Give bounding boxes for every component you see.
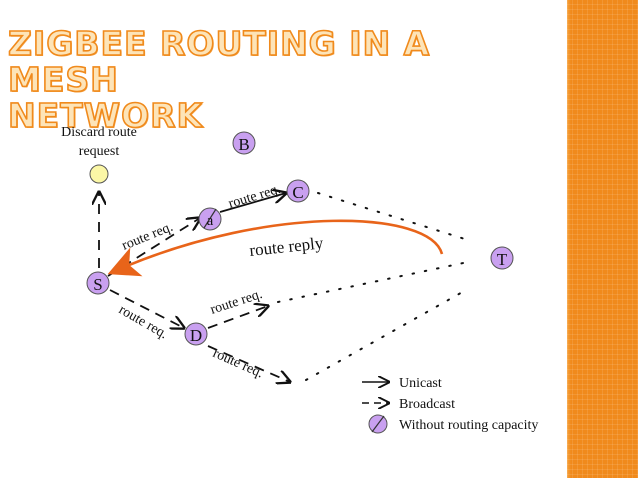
node-s-label: S xyxy=(93,275,102,294)
node-b-label: B xyxy=(238,135,249,154)
node-d xyxy=(184,322,208,346)
legend-unicast-label: Unicast xyxy=(399,376,442,391)
title-line-2: NETWORK xyxy=(7,96,204,135)
node-a-label: a xyxy=(207,213,214,229)
label-d-lower: route req. xyxy=(210,346,265,382)
slide-title: ZIGBEE ROUTING IN A MESH NETWORK xyxy=(7,24,528,135)
edge-d-upper xyxy=(207,306,268,329)
node-t xyxy=(490,246,514,270)
label-route-reply: route reply xyxy=(248,233,324,260)
side-band-pattern xyxy=(567,0,638,478)
label-d-upper: route req. xyxy=(209,287,265,318)
label-s-to-d: route req. xyxy=(116,302,170,342)
label-s-to-a: route req. xyxy=(120,220,175,254)
node-b xyxy=(232,131,256,155)
dotted-link-d-upper-t xyxy=(277,261,469,303)
legend-broadcast-label: Broadcast xyxy=(399,397,455,412)
node-s xyxy=(86,271,110,295)
edge-a-to-c xyxy=(219,193,286,213)
edge-s-to-d xyxy=(109,289,184,328)
node-c-label: C xyxy=(292,183,303,202)
legend-no-routing-label: Without routing capacity xyxy=(399,418,538,433)
dotted-link-c-t xyxy=(317,192,469,241)
title-line-1: ZIGBEE ROUTING IN A MESH xyxy=(7,24,431,99)
no-routing-slash xyxy=(203,208,217,229)
discard-label-line-1: Discard route xyxy=(61,125,137,140)
node-c xyxy=(286,179,310,203)
node-t-label: T xyxy=(497,250,508,269)
legend: Unicast Broadcast Without routing capaci… xyxy=(362,376,538,434)
node-d-label: D xyxy=(190,326,202,345)
route-reply-arrow xyxy=(107,219,444,277)
dotted-link-d-lower-t xyxy=(305,289,467,381)
edge-d-lower xyxy=(207,345,290,382)
legend-no-routing-slash xyxy=(371,415,385,433)
label-a-to-c: route req. xyxy=(227,182,283,212)
discard-label-line-2: request xyxy=(79,144,120,159)
side-decoration-band xyxy=(567,0,638,478)
discard-node xyxy=(89,164,109,184)
